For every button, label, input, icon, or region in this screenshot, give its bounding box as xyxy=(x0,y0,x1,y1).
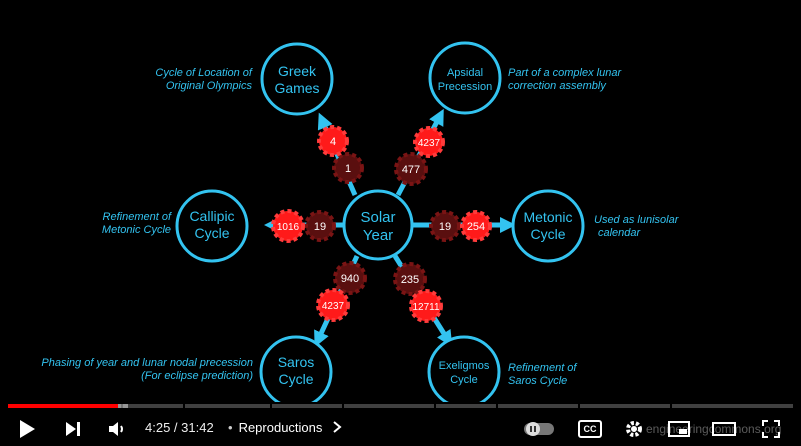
captions-icon: CC xyxy=(578,420,602,438)
exeligmos-line2: Cycle xyxy=(450,374,478,386)
theater-icon xyxy=(712,422,736,436)
node-solar-year xyxy=(342,189,414,261)
chapter-title: Reproductions xyxy=(238,420,323,435)
node-greek-games xyxy=(260,42,334,116)
saros-line2: Cycle xyxy=(278,371,313,387)
gear-callipic-outer xyxy=(271,209,305,243)
note-line: Metonic Cycle xyxy=(101,224,171,236)
note-line: Original Olympics xyxy=(165,80,252,92)
gear-metonic-outer xyxy=(460,210,492,242)
outer-gears xyxy=(271,125,492,323)
gear-apsidal-inner xyxy=(394,152,428,186)
gear-label: 235 xyxy=(401,274,419,286)
callipic-line1: Callipic xyxy=(189,208,234,224)
inner-gears xyxy=(304,152,461,296)
note-greek: Cycle of Location of Original Olympics xyxy=(118,67,252,93)
note-line: Saros Cycle xyxy=(508,375,568,387)
note-line: Cycle of Location of xyxy=(155,67,252,79)
next-icon xyxy=(66,422,80,436)
exeligmos-line1: Exeligmos xyxy=(439,360,490,372)
watermark: engineeringcommons.org xyxy=(646,422,782,436)
note-exeligmos: Refinement of Saros Cycle xyxy=(508,362,638,388)
node-labels: Solar Year Greek Games Apsidal Precessio… xyxy=(189,63,572,387)
node-exeligmos xyxy=(427,335,501,402)
note-saros: Phasing of year and lunar nodal precessi… xyxy=(10,357,253,383)
gear-label: 12711 xyxy=(412,302,440,313)
miniplayer-icon xyxy=(668,421,690,437)
node-saros xyxy=(259,335,333,402)
solar-line1: Solar xyxy=(360,209,395,226)
gear-label: 940 xyxy=(341,273,359,285)
gear-label: 1 xyxy=(345,163,351,175)
apsidal-line1: Apsidal xyxy=(447,67,483,79)
note-line: calendar xyxy=(598,227,641,239)
solar-line2: Year xyxy=(363,227,393,244)
miniplayer-button[interactable] xyxy=(665,414,693,444)
node-callipic xyxy=(175,189,249,263)
play-icon xyxy=(20,420,35,438)
note-line: correction assembly xyxy=(508,80,606,92)
metonic-line2: Cycle xyxy=(530,226,565,242)
gear-metonic-inner xyxy=(429,210,461,242)
time-display: 4:25 / 31:42 xyxy=(145,420,214,435)
chapter-bullet: • xyxy=(228,420,233,435)
gear-label: 477 xyxy=(402,164,420,176)
fullscreen-icon xyxy=(762,420,780,438)
captions-button[interactable]: CC xyxy=(575,414,605,444)
gear-exeligmos-outer xyxy=(409,289,443,323)
progress-bar[interactable] xyxy=(8,404,793,408)
time-separator: / xyxy=(170,420,182,435)
node-metonic xyxy=(511,189,585,263)
node-apsidal xyxy=(428,41,502,115)
greek-line1: Greek xyxy=(278,63,317,79)
note-line: Used as lunisolar xyxy=(594,214,679,226)
settings-button[interactable] xyxy=(620,414,648,444)
gear-label: 4237 xyxy=(322,301,345,312)
gear-labels: 4 1 4237 477 254 19 12711 235 4237 940 1… xyxy=(277,136,485,313)
theater-button[interactable] xyxy=(709,414,739,444)
note-line: Refinement of xyxy=(102,211,171,223)
gear-label: 19 xyxy=(439,221,451,233)
apsidal-line2: Precession xyxy=(438,81,492,93)
autoplay-toggle-icon xyxy=(524,422,554,436)
gear-label: 4237 xyxy=(418,138,441,149)
gear-label: 19 xyxy=(314,221,326,233)
gear-callipic-inner xyxy=(304,210,336,242)
callipic-line2: Cycle xyxy=(194,225,229,241)
note-line: Phasing of year and lunar nodal precessi… xyxy=(41,357,253,369)
gear-ratio-diagram: 4 1 4237 477 254 19 12711 235 4237 940 1… xyxy=(175,41,585,402)
note-callipic: Refinement of Metonic Cycle xyxy=(60,211,171,237)
autoplay-toggle[interactable] xyxy=(522,414,556,444)
play-button[interactable] xyxy=(12,414,42,444)
time-total: 31:42 xyxy=(181,420,214,435)
note-line: Refinement of xyxy=(508,362,577,374)
gear-greek-inner xyxy=(332,152,364,184)
gear-exeligmos-inner xyxy=(393,262,427,296)
time-current: 4:25 xyxy=(145,420,171,435)
gear-saros-inner xyxy=(333,261,367,295)
metonic-line1: Metonic xyxy=(523,209,572,225)
note-apsidal: Part of a complex lunar correction assem… xyxy=(508,67,668,93)
next-button[interactable] xyxy=(58,414,88,444)
gear-greek-outer xyxy=(317,125,349,157)
gear-label: 1016 xyxy=(277,222,300,233)
saros-line1: Saros xyxy=(278,354,315,370)
volume-icon xyxy=(109,422,123,436)
note-metonic: Used as lunisolar calendar xyxy=(594,214,724,240)
gear-label: 254 xyxy=(467,221,485,233)
gear-apsidal-outer xyxy=(413,126,445,158)
gear-label: 4 xyxy=(330,136,336,148)
volume-button[interactable] xyxy=(102,414,132,444)
chevron-right-icon xyxy=(333,421,342,433)
settings-icon xyxy=(626,421,642,437)
note-line: Part of a complex lunar xyxy=(508,67,622,79)
cycle-nodes xyxy=(175,41,585,402)
fullscreen-button[interactable] xyxy=(756,414,786,444)
gear-saros-outer xyxy=(316,288,350,322)
cc-label: CC xyxy=(583,424,597,434)
note-line: (For eclipse prediction) xyxy=(141,370,253,382)
greek-line2: Games xyxy=(274,80,319,96)
chapter-button[interactable]: • Reproductions xyxy=(228,420,342,435)
progress-played xyxy=(8,404,118,408)
